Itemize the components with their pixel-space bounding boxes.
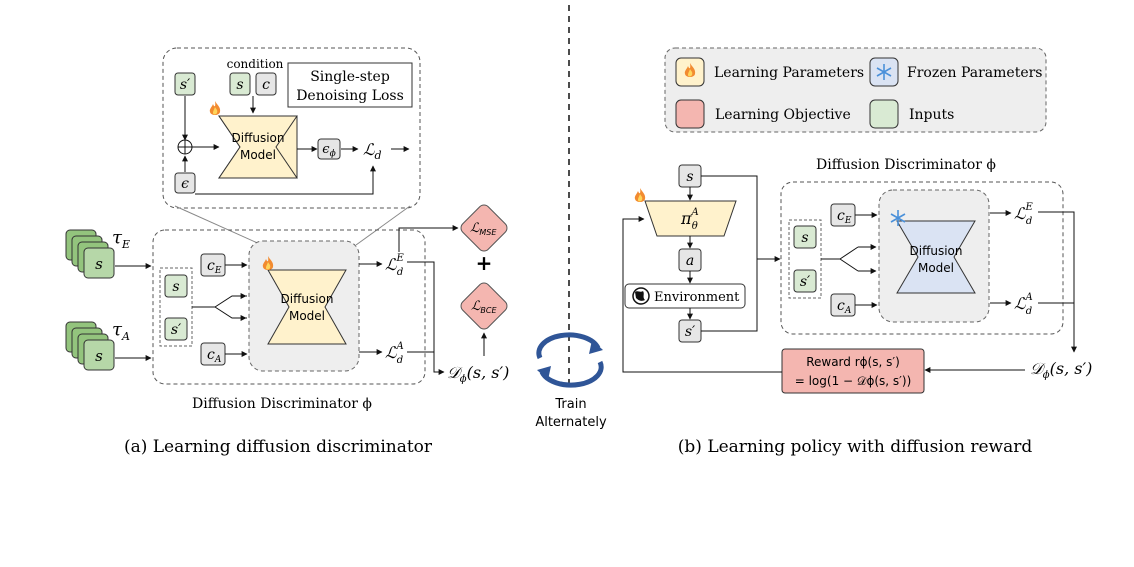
input-s-prime-b: s′: [800, 274, 811, 290]
s-prime-b: s′: [685, 324, 696, 340]
input-s-a: s: [172, 279, 179, 295]
zoom-model-line1: Diffusion: [232, 131, 285, 145]
zoom-c-box: [255, 72, 277, 96]
zoom-s: s: [236, 77, 243, 93]
snowflake-icon: [890, 210, 906, 226]
mse-objective: [460, 204, 508, 252]
d-output-a: 𝒟ϕ(s, s′): [447, 363, 509, 385]
mse-label: ℒMSE: [470, 221, 497, 237]
legend-objective-swatch: [675, 99, 705, 129]
discriminator-box-a: [152, 229, 426, 385]
input-s-box-a: [164, 274, 188, 298]
flame-icon: [684, 63, 696, 77]
reward-box: [781, 348, 925, 394]
legend-frozen-label: Frozen Parameters: [907, 65, 1043, 81]
cycle-arrows-icon: [536, 332, 604, 388]
flame-icon: [634, 188, 646, 202]
environment-box: [624, 283, 746, 309]
train-label-line2: Alternately: [535, 415, 607, 430]
environment-label: Environment: [654, 290, 740, 305]
legend-inputs-swatch: [869, 99, 899, 129]
traj-state-e: s: [95, 255, 103, 273]
model-a-line1: Diffusion: [281, 292, 334, 306]
c-a-b: cA: [837, 298, 852, 316]
bce-label: ℒBCE: [471, 299, 497, 315]
zoom-epsilon-phi: ϵϕ: [322, 142, 335, 159]
denoising-loss-line1: Single-step: [310, 69, 390, 85]
legend-box: [664, 47, 1047, 133]
zoom-epsilon-box: [174, 172, 196, 194]
plus-sign: +: [476, 251, 493, 275]
diffusion-model-a: [267, 269, 347, 345]
zoom-box: [162, 47, 421, 209]
zoom-epsilon-phi-box: [317, 138, 341, 160]
tau-e: τE: [112, 227, 130, 251]
legend-inputs-label: Inputs: [909, 107, 954, 123]
discriminator-label-a: Diffusion Discriminator ϕ: [192, 396, 372, 412]
reward-line2: = log(1 − 𝒟ϕ(s, s′)): [795, 374, 912, 388]
input-s-b: s: [801, 230, 808, 246]
zoom-condition-label: condition: [227, 57, 284, 71]
diffusion-model-b: [896, 220, 976, 294]
model-a-line2: Model: [289, 309, 325, 323]
d-output-b: 𝒟ϕ(s, s′): [1030, 359, 1092, 381]
s-b: s: [686, 169, 693, 185]
zoom-s-prime: s′: [180, 77, 191, 93]
caption-b: (b) Learning policy with diffusion rewar…: [678, 437, 1033, 457]
legend-learning-label: Learning Parameters: [714, 65, 864, 81]
input-s-prime-box-b: [793, 269, 817, 293]
bce-objective: [460, 282, 508, 330]
zoom-model-shape: [218, 115, 298, 179]
zoom-loss: ℒd: [363, 140, 382, 162]
c-e-a: cE: [207, 258, 222, 276]
flame-icon: [262, 256, 274, 270]
input-s-prime-box-a: [164, 317, 188, 341]
input-s-box-b: [793, 225, 817, 249]
model-b-line2: Model: [918, 261, 954, 275]
train-label-line1: Train: [554, 397, 586, 412]
agent-trajectory-stack: [65, 321, 115, 371]
legend-objective-label: Learning Objective: [715, 107, 851, 123]
zoom-line-left: [174, 205, 263, 246]
tau-a: τA: [112, 319, 130, 343]
traj-state-a: s: [95, 347, 103, 365]
discriminator-label-b: Diffusion Discriminator ϕ: [816, 157, 996, 173]
model-b-line1: Diffusion: [910, 244, 963, 258]
zoom-model-line2: Model: [240, 148, 276, 162]
denoising-loss-line2: Denoising Loss: [296, 88, 404, 104]
caption-a: (a) Learning diffusion discriminator: [124, 437, 433, 457]
zoom-epsilon: ϵ: [181, 176, 189, 192]
zoom-s-prime-box: [174, 72, 196, 96]
c-e-b: cE: [837, 208, 852, 226]
reward-line1: Reward rϕ(s, s′): [806, 355, 900, 369]
input-s-prime-a: s′: [171, 322, 182, 338]
denoising-loss-box: [287, 62, 413, 108]
globe-icon: [632, 287, 650, 305]
snowflake-icon: [876, 64, 892, 80]
zoom-s-box: [229, 72, 251, 96]
discriminator-box-b: [780, 181, 1064, 335]
zoom-line-right: [355, 205, 411, 246]
flame-icon: [209, 101, 221, 115]
expert-trajectory-stack: [65, 229, 115, 279]
policy-network: [644, 200, 737, 237]
zoom-c: c: [262, 77, 270, 93]
c-a-a: cA: [207, 347, 222, 365]
a-b: a: [686, 253, 694, 269]
